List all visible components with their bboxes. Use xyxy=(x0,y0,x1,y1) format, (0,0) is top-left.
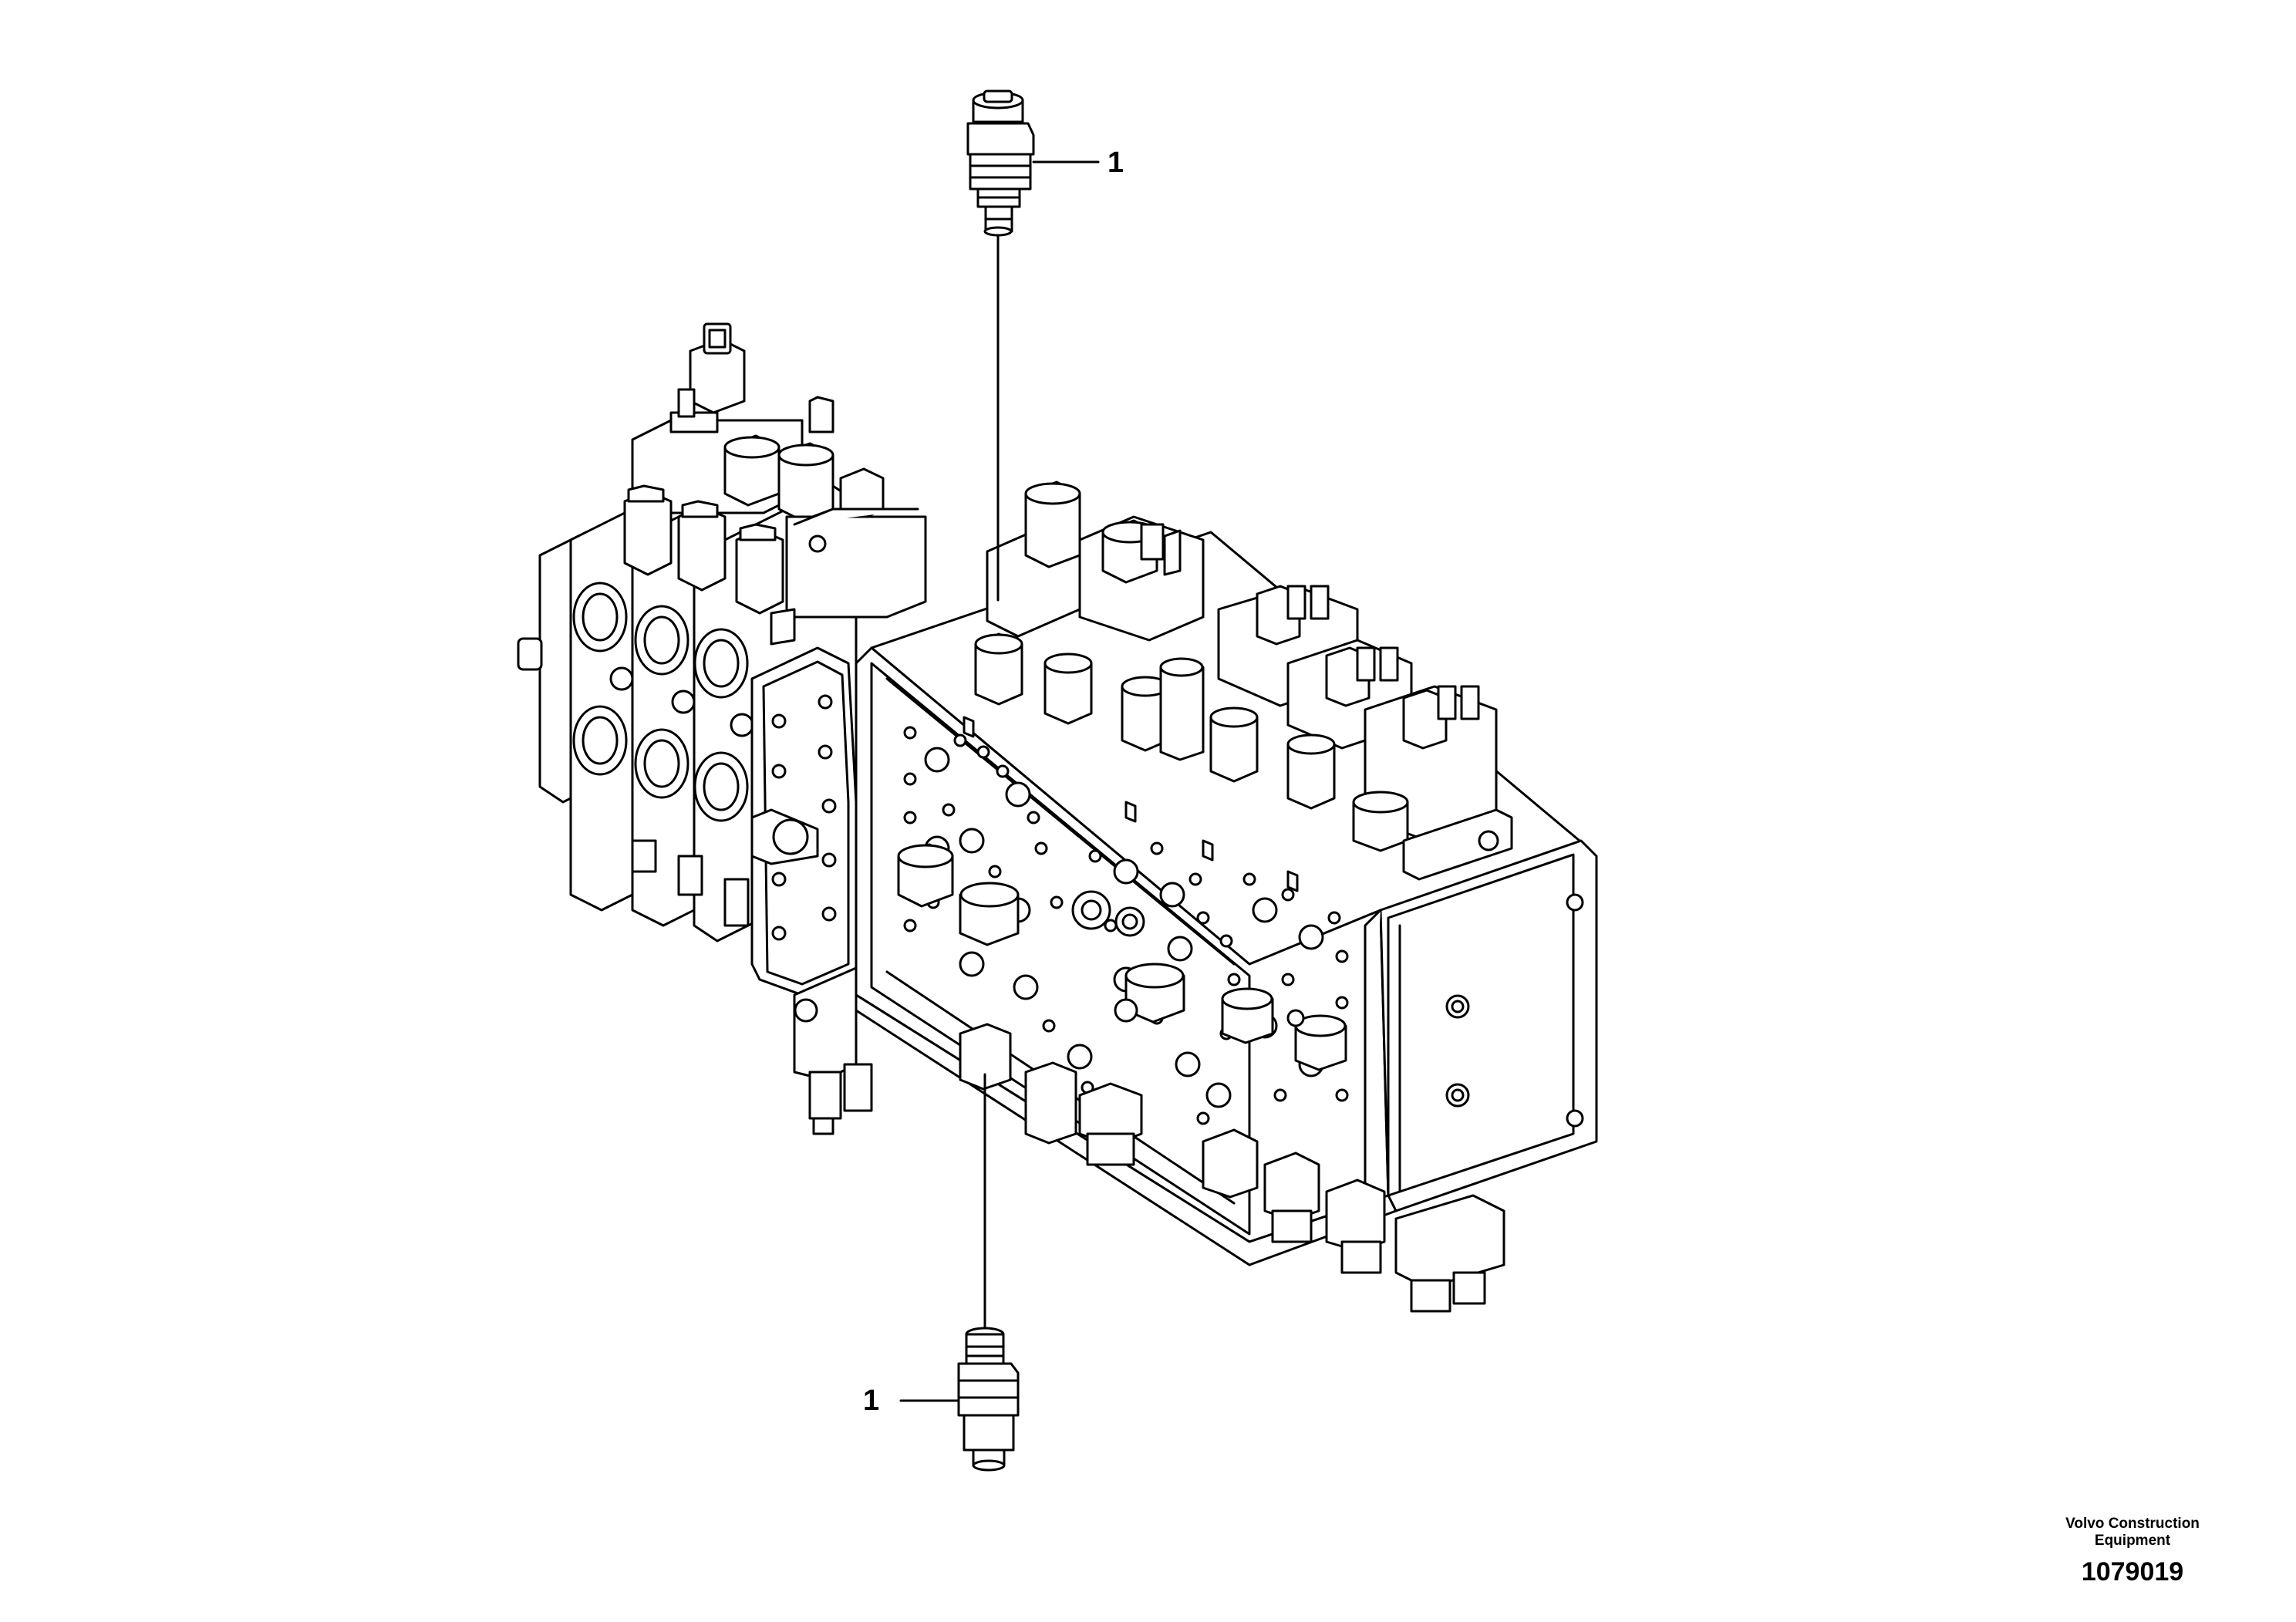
relief-valve-top xyxy=(966,89,1100,602)
company-name-line1: Volvo Construction xyxy=(2065,1516,2200,1532)
callout-label-bottom: 1 xyxy=(863,1384,880,1417)
relief-valve-bottom xyxy=(899,1073,1020,1472)
callout-label-top: 1 xyxy=(1108,147,1124,179)
control-valve-assembly xyxy=(517,322,1598,1313)
left-cover-plate xyxy=(750,646,873,1135)
bottom-spool-ends xyxy=(959,1023,1505,1313)
top-solenoid-stack xyxy=(631,322,927,619)
company-name-line2: Equipment xyxy=(2094,1532,2171,1549)
mounted-cartridges xyxy=(974,632,1513,881)
face-plugs xyxy=(897,843,1347,1071)
top-valve-modules xyxy=(986,481,1498,842)
drawing-number: 1079019 xyxy=(2081,1556,2184,1587)
title-block: Volvo Construction Equipment 1079019 xyxy=(2017,1516,2248,1587)
left-relief-valves xyxy=(623,484,796,646)
